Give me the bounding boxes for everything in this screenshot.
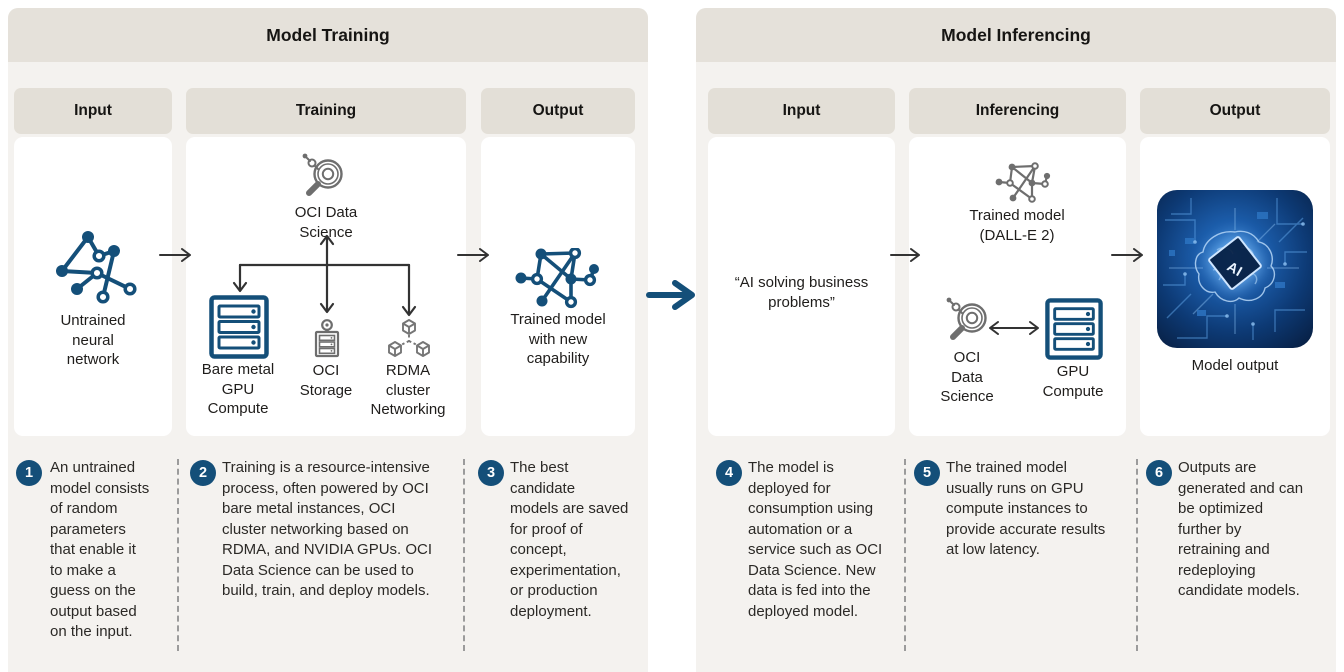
training-output-header: Output (481, 88, 635, 134)
annotation-divider (904, 459, 906, 651)
training-training-header: Training (186, 88, 466, 134)
model-output-label: Model output (1191, 357, 1279, 374)
rdma-cluster-networking-label: RDMA cluster Networking (370, 362, 446, 418)
inferencing-inferencing-card (909, 137, 1126, 436)
arrow-training-to-inferencing (646, 279, 698, 311)
inferencing-section-title: Model Inferencing (696, 8, 1336, 62)
annotation-5-text: The trained model usually runs on GPU co… (946, 459, 1106, 558)
training-connector-tree (230, 228, 422, 328)
trained-model-icon (515, 248, 603, 310)
gpu-compute-icon (1045, 298, 1103, 360)
bare-metal-gpu-compute-label: Bare metal GPU Compute (201, 361, 275, 417)
input-quote-text: “AI solving business problems” (734, 274, 869, 311)
annotation-3-number: 3 (478, 460, 504, 486)
inferencing-input-header: Input (708, 88, 895, 134)
trained-model-dalle-label: Trained model (DALL-E 2) (969, 207, 1065, 244)
annotation-6-number: 6 (1146, 460, 1172, 486)
annotation-divider (1136, 459, 1138, 651)
annotation-2-text: Training is a resource-intensive process… (222, 459, 433, 599)
arrow-datascience-gpu-bidirectional (984, 320, 1044, 336)
annotation-divider (177, 459, 179, 651)
arrow-training-to-output (456, 247, 494, 263)
annotation-1-number: 1 (16, 460, 42, 486)
annotation-3-text: The best candidate models are saved for … (510, 459, 629, 620)
training-input-header: Input (14, 88, 172, 134)
untrained-neural-network-icon (55, 229, 139, 305)
trained-model-dalle-icon (995, 162, 1053, 206)
inferencing-inferencing-header: Inferencing (909, 88, 1126, 134)
model-output-image: AI (1157, 190, 1313, 348)
training-section-title: Model Training (8, 8, 648, 62)
untrained-network-label: Untrained neural network (60, 312, 126, 368)
annotation-divider (463, 459, 465, 651)
annotation-5-number: 5 (914, 460, 940, 486)
bare-metal-gpu-compute-icon (209, 295, 269, 359)
oci-storage-icon (311, 318, 343, 358)
rdma-cluster-networking-icon (386, 318, 432, 360)
trained-model-label: Trained model with new capability (510, 311, 606, 367)
inferencing-output-header: Output (1140, 88, 1330, 134)
annotation-4-number: 4 (716, 460, 742, 486)
training-input-card (14, 137, 172, 436)
training-output-card (481, 137, 635, 436)
oci-data-science-label-inferencing: OCI Data Science (940, 349, 994, 405)
annotation-2-number: 2 (190, 460, 216, 486)
arrow-input-to-inferencing (889, 247, 925, 263)
gpu-compute-label: GPU Compute (1042, 363, 1104, 400)
annotation-6-text: Outputs are generated and can be optimiz… (1178, 459, 1304, 599)
inferencing-input-card (708, 137, 895, 436)
oci-data-science-icon-inferencing (942, 296, 992, 346)
annotation-4-text: The model is deployed for consumption us… (748, 459, 883, 620)
oci-data-science-icon (298, 152, 348, 202)
oci-data-science-label: OCI Data Science (294, 204, 358, 241)
annotation-1-text: An untrained model consists of random pa… (50, 459, 150, 640)
arrow-input-to-training (158, 247, 196, 263)
oci-storage-label: OCI Storage (299, 362, 353, 399)
arrow-inferencing-to-output (1110, 247, 1148, 263)
